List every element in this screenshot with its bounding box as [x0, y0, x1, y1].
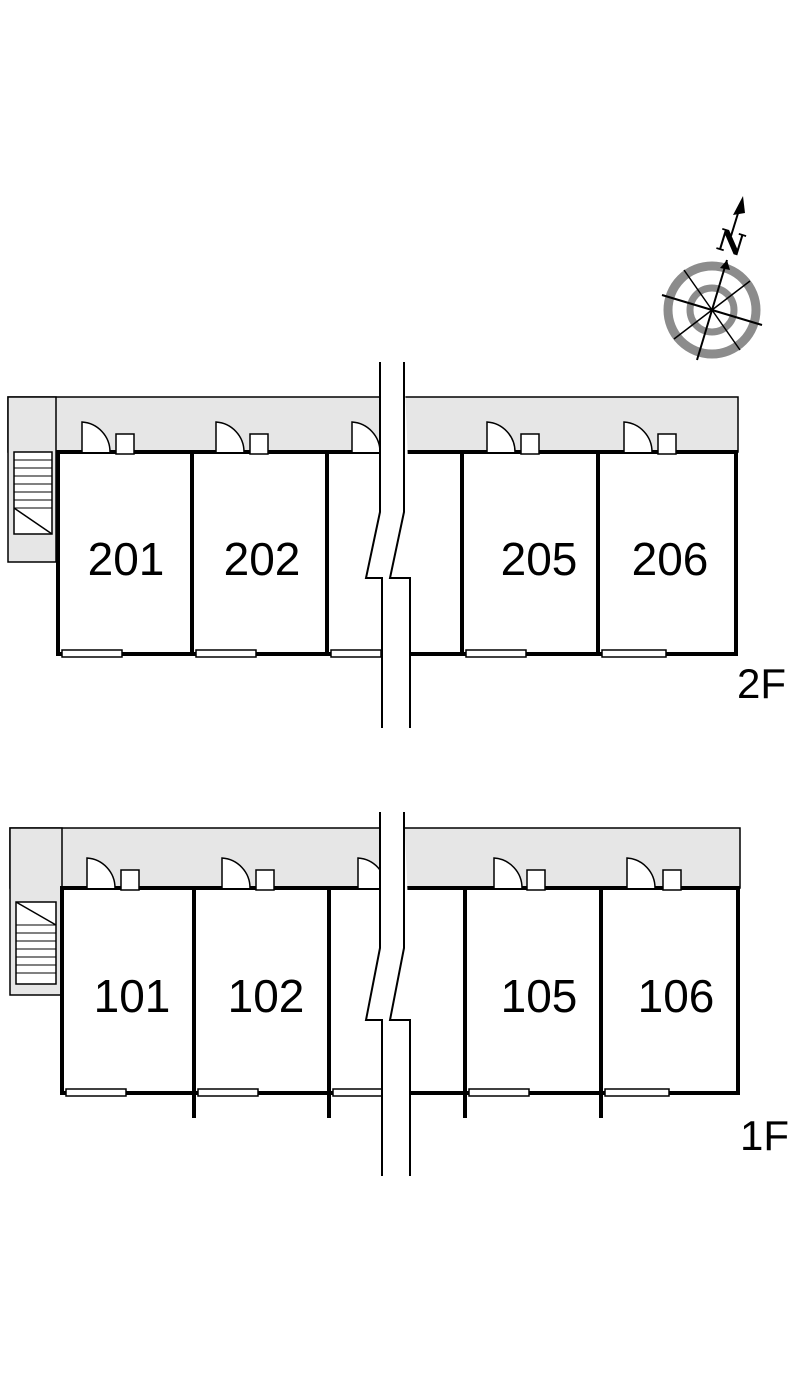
- break-mark: [364, 812, 411, 1176]
- door-icon: [623, 421, 677, 455]
- north-label: N: [713, 223, 749, 264]
- door-icon: [221, 857, 275, 891]
- door-icon: [86, 857, 140, 891]
- compass-icon: N: [661, 196, 763, 361]
- staircase-icon: [15, 901, 57, 985]
- window-icon: [65, 1088, 670, 1097]
- door-icon: [493, 857, 546, 891]
- unit-label-202: 202: [224, 533, 301, 585]
- unit-label-201: 201: [88, 533, 165, 585]
- break-mark: [364, 362, 411, 728]
- door-icon: [626, 857, 682, 891]
- staircase-icon: [13, 451, 53, 535]
- unit-label-206: 206: [632, 533, 709, 585]
- unit-label-205: 205: [501, 533, 578, 585]
- floor-2f: 201 202 205 206 2F: [7, 362, 786, 728]
- unit-label-106: 106: [638, 970, 715, 1022]
- window-icon: [61, 649, 667, 658]
- unit-label-101: 101: [94, 970, 171, 1022]
- door-icon: [215, 421, 269, 455]
- floor-label-2f: 2F: [737, 660, 786, 707]
- floor-1f: 101 102 105 106 1F: [9, 812, 789, 1176]
- door-icon: [81, 421, 135, 455]
- unit-label-105: 105: [501, 970, 578, 1022]
- unit-label-102: 102: [228, 970, 305, 1022]
- door-icon: [486, 421, 540, 455]
- floor-label-1f: 1F: [740, 1112, 789, 1159]
